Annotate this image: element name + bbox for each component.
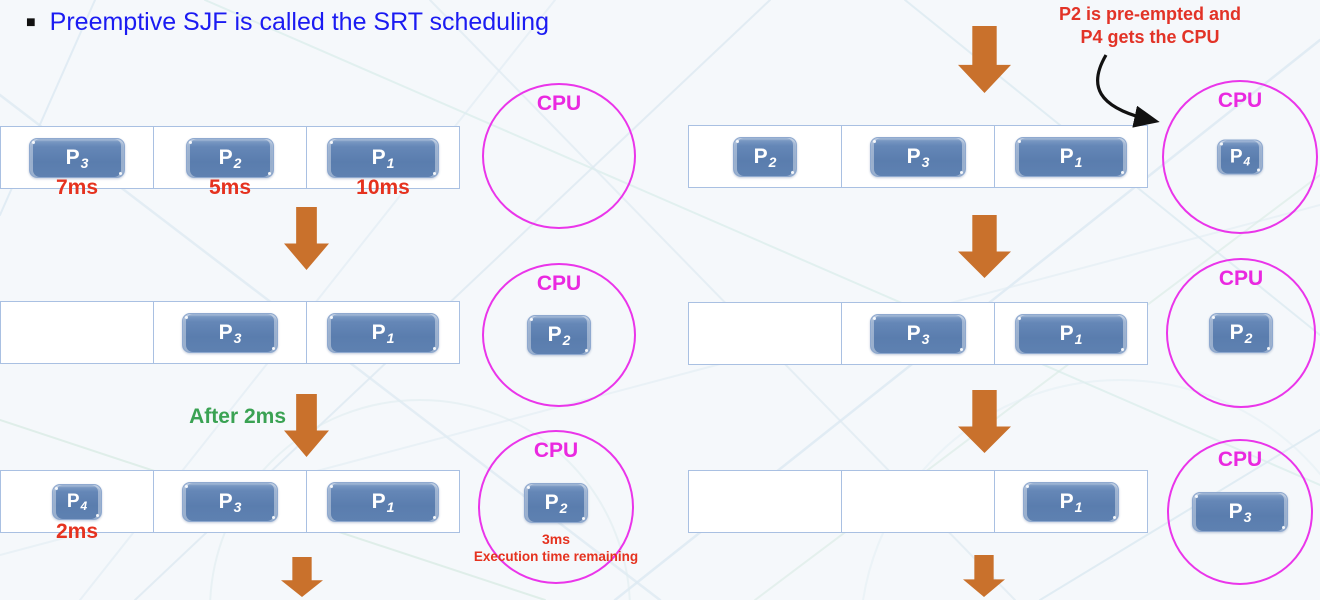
cpu-label: CPU (536, 272, 582, 295)
remaining-time-caption: Execution time remaining (473, 549, 639, 564)
title-text: Preemptive SJF is called the SRT schedul… (49, 8, 549, 36)
burst-time-label: 5ms (208, 176, 252, 199)
burst-time-label: 7ms (55, 176, 99, 199)
page-title: ■ Preemptive SJF is called the SRT schedu… (26, 8, 549, 37)
preemption-annotation: P2 is pre-empted and P4 gets the CPU (1015, 3, 1285, 49)
burst-time-label: 10ms (356, 176, 410, 199)
cpu-label: CPU (1217, 89, 1263, 112)
cpu-label: CPU (536, 92, 582, 115)
cpu-label: CPU (1218, 267, 1264, 290)
annotation-line1: P2 is pre-empted and (1058, 4, 1242, 24)
after-2ms-label: After 2ms (189, 405, 286, 428)
remaining-time-value: 3ms (541, 531, 571, 547)
queue-cell-empty (841, 471, 994, 532)
annotation-line2: P4 gets the CPU (1080, 27, 1220, 47)
cpu-label: CPU (533, 439, 579, 462)
cpu-label: CPU (1217, 448, 1263, 471)
cpu-circle: CPU (482, 83, 636, 229)
queue-cell-empty (689, 471, 841, 532)
queue-cell-empty (689, 303, 841, 364)
queue-cell-empty (1, 302, 153, 363)
curved-arrow-icon (1096, 54, 1160, 128)
bullet-square-icon: ■ (26, 14, 36, 31)
burst-time-label: 2ms (55, 520, 99, 543)
